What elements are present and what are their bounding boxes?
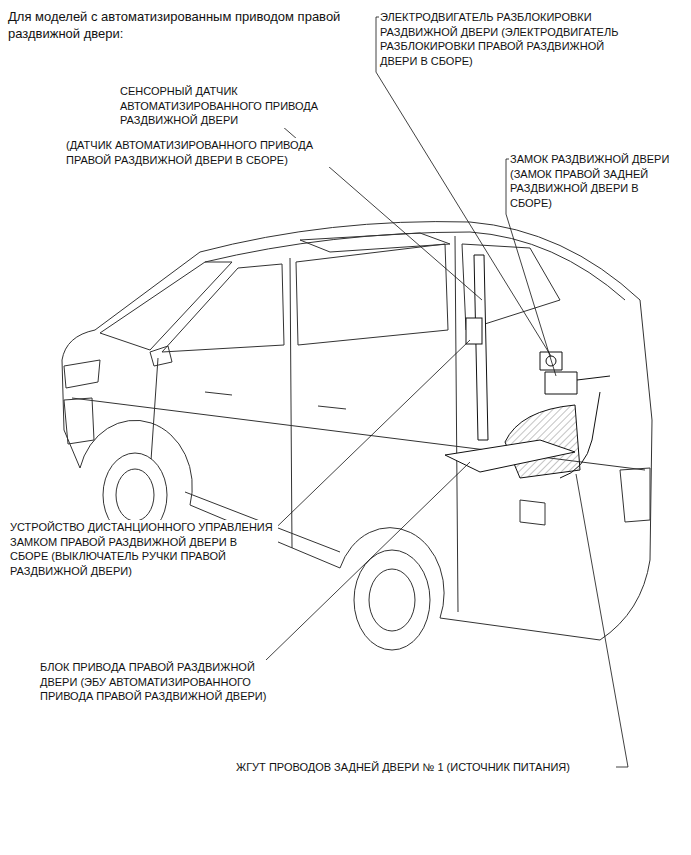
fuel-lid [520,500,545,525]
leader-line [259,462,470,667]
sunroof [300,233,450,252]
door-handle [205,392,232,395]
leader-line [574,474,628,767]
rear-rim [369,569,415,631]
windshield [100,262,232,350]
part-label: ЖГУТ ПРОВОДОВ ЗАДНЕЙ ДВЕРИ № 1 (ИСТОЧНИК… [236,760,616,775]
part-label: УСТРОЙСТВО ДИСТАНЦИОННОГО УПРАВЛЕНИЯ ЗАМ… [10,520,278,578]
headlight [64,360,100,388]
touch-sensor [474,255,488,440]
sliding-door-seam [455,236,458,612]
wire-harness [560,392,600,478]
part-label: ЗАМОК РАЗДВИЖНОЙ ДВЕРИ (ЗАМОК ПРАВОЙ ЗАД… [510,152,682,210]
heading: Для моделей с автоматизированным приводо… [8,8,348,42]
front-window [162,264,284,352]
door-seam [290,258,292,548]
grille [64,398,94,444]
tail-light [620,468,650,522]
part-label: СЕНСОРНЫЙ ДАТЧИК АВТОМАТИЗИРОВАННОГО ПРИ… [120,84,320,128]
front-rim [116,469,154,521]
leader-line [277,340,470,527]
door-handle [318,406,346,409]
sliding-door-window [296,244,448,345]
part-label: БЛОК ПРИВОДА ПРАВОЙ РАЗДВИЖНОЙ ДВЕРИ (ЭБ… [40,660,290,704]
part-label: ЭЛЕКТРОДВИГАТЕЛЬ РАЗБЛОКИРОВКИ РАЗДВИЖНО… [380,10,642,68]
handle-switch [466,318,482,344]
part-label: (ДАТЧИК АВТОМАТИЗИРОВАННОГО ПРИВОДА ПРАВ… [66,138,358,167]
rear-wheel [354,550,430,650]
mirror [150,346,172,366]
front-door-seam [150,358,158,475]
door-lock [545,372,577,394]
door-lock-arm [577,376,610,380]
